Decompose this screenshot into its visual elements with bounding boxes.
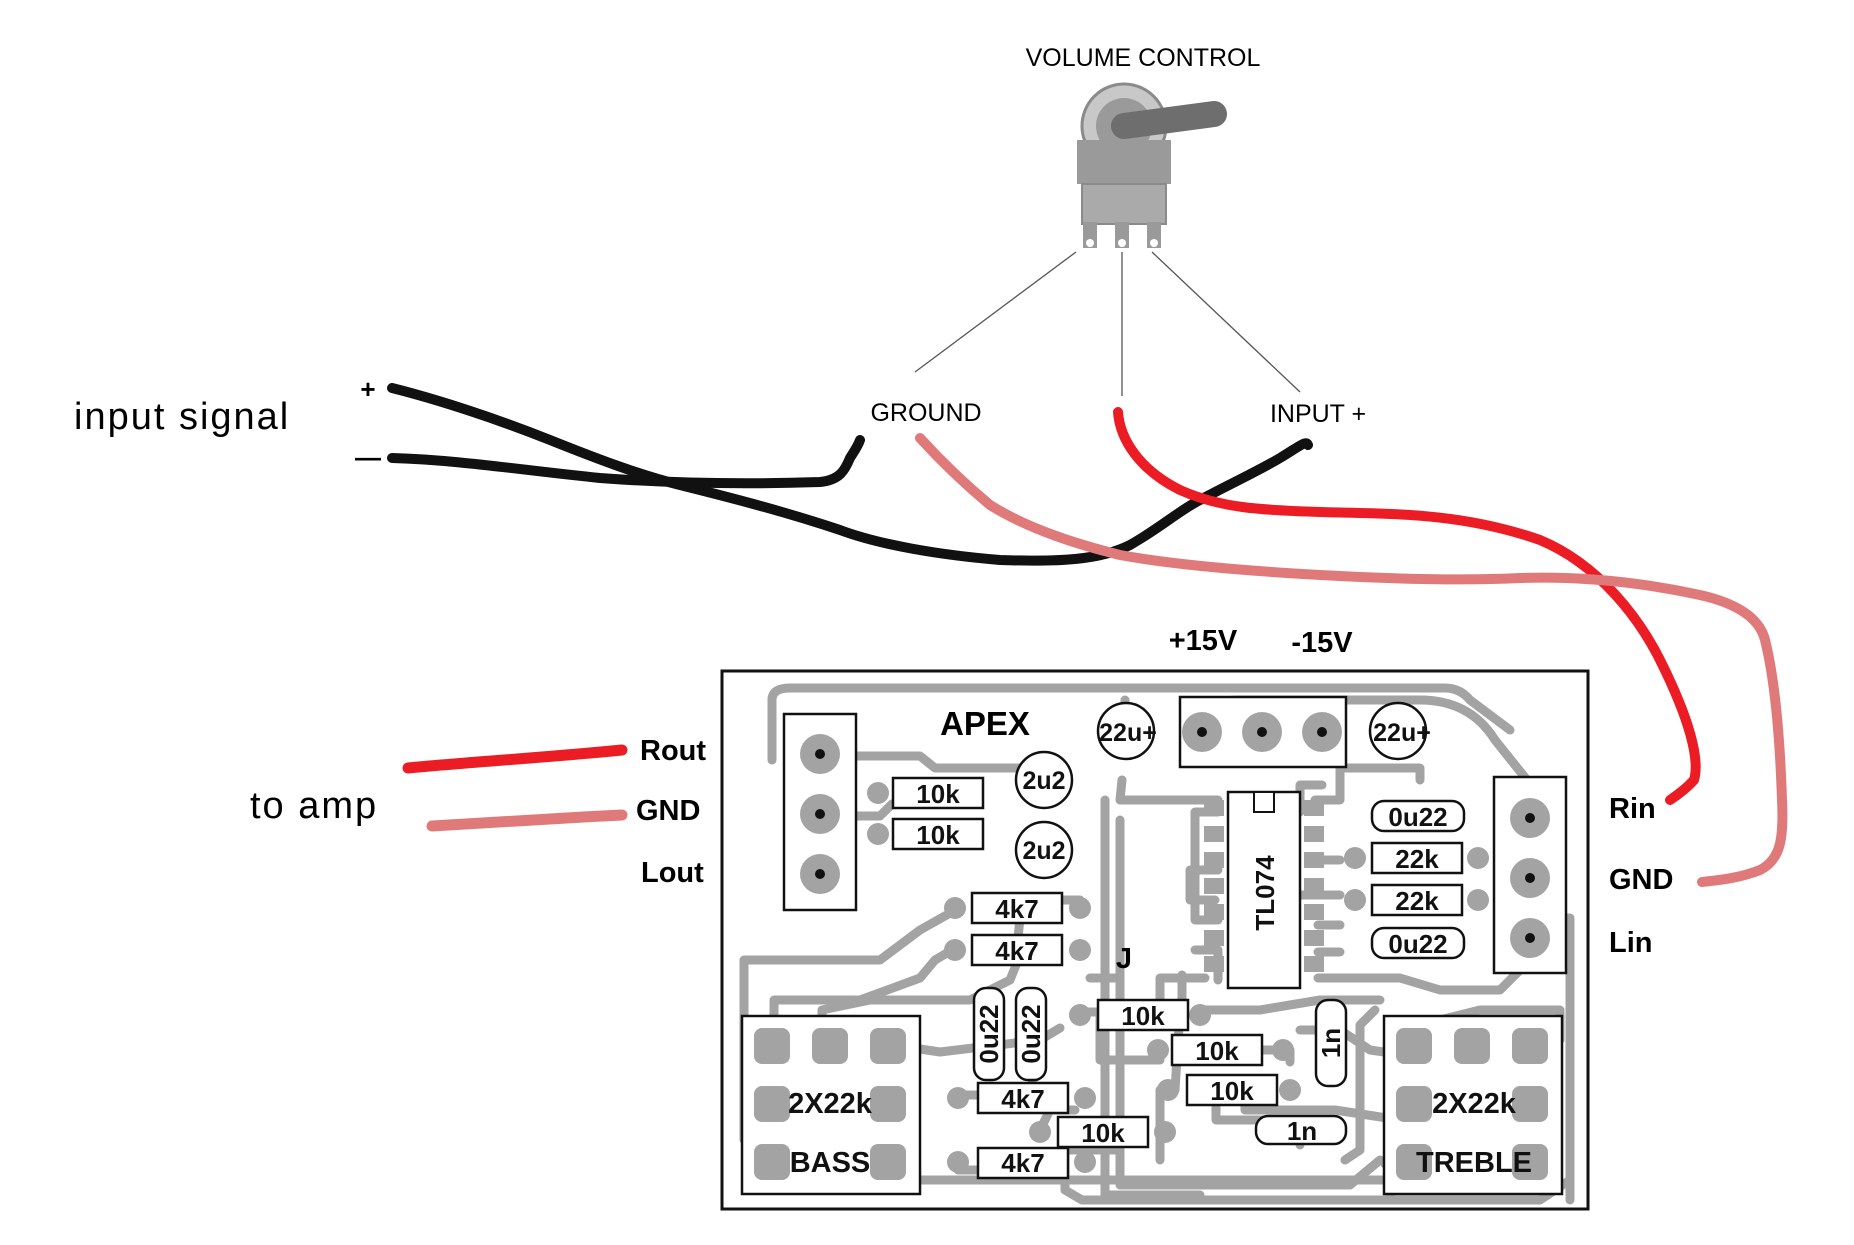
svg-text:22k: 22k <box>1395 886 1439 916</box>
svg-text:10k: 10k <box>1195 1036 1239 1066</box>
resistor-10k-1: 10k <box>867 776 985 810</box>
treble-pot-name: TREBLE <box>1416 1147 1532 1179</box>
bass-pot-name: BASS <box>790 1147 871 1179</box>
jumper-label: J <box>1116 943 1132 975</box>
output-connector <box>782 712 858 912</box>
lout-label: Lout <box>641 857 704 889</box>
svg-text:0u22: 0u22 <box>1388 929 1447 959</box>
input-connector <box>1492 775 1568 975</box>
cap-2u2-bottom: 2u2 <box>1014 820 1074 880</box>
plus-15v-label: +15V <box>1169 625 1238 657</box>
svg-text:10k: 10k <box>916 820 960 850</box>
rout-label: Rout <box>640 735 706 767</box>
cap-0u22-right-2: 0u22 <box>1370 926 1466 960</box>
svg-text:22u+: 22u+ <box>1099 719 1157 747</box>
to-amp-label: to amp <box>250 785 378 827</box>
lin-label: Lin <box>1609 927 1653 959</box>
svg-text:22u+: 22u+ <box>1373 719 1431 747</box>
gnd-in-label: GND <box>1609 864 1673 896</box>
cap-0u22-right-1: 0u22 <box>1370 799 1466 833</box>
ic-tl074: TL074 <box>1204 790 1324 990</box>
resistor-22k-1: 22k <box>1344 841 1489 875</box>
cap-22u-right: 22u+ <box>1368 701 1431 761</box>
gnd-out-wire <box>426 809 628 832</box>
minus-15v-label: -15V <box>1291 627 1353 659</box>
svg-text:0u22: 0u22 <box>1388 802 1447 832</box>
svg-text:10k: 10k <box>1210 1076 1254 1106</box>
cap-1n-horizontal: 1n <box>1254 1114 1348 1146</box>
rout-wire <box>402 744 628 774</box>
input-plus-wire <box>387 383 1313 566</box>
resistor-10k-2: 10k <box>867 817 985 851</box>
input-plus-sign: + <box>360 374 375 404</box>
resistor-4k7-4: 4k7 <box>947 1146 1096 1180</box>
resistor-4k7-3: 4k7 <box>947 1081 1096 1115</box>
volume-pin-leader-lines <box>914 251 1301 396</box>
svg-text:0u22: 0u22 <box>974 1004 1004 1063</box>
input-signal-label: input signal <box>74 396 290 438</box>
svg-text:2u2: 2u2 <box>1022 767 1065 795</box>
volume-signal-wire <box>1113 407 1701 805</box>
svg-text:0u22: 0u22 <box>1016 1004 1046 1063</box>
treble-pot-value: 2X22k <box>1432 1088 1517 1120</box>
resistor-10k-5: 10k <box>1157 1073 1301 1107</box>
svg-text:22k: 22k <box>1395 844 1439 874</box>
svg-text:10k: 10k <box>916 779 960 809</box>
svg-text:10k: 10k <box>1121 1001 1165 1031</box>
cap-22u-left: 22u+ <box>1096 701 1157 761</box>
volume-control-title: VOLUME CONTROL <box>1026 44 1261 72</box>
treble-potentiometer: 2X22k TREBLE <box>1382 1014 1564 1196</box>
resistor-4k7-1: 4k7 <box>944 891 1091 925</box>
input-pin-label: INPUT + <box>1270 400 1366 428</box>
svg-text:4k7: 4k7 <box>1001 1148 1044 1178</box>
bass-pot-value: 2X22k <box>788 1088 873 1120</box>
resistor-10k-6: 10k <box>1029 1115 1176 1149</box>
power-connector <box>1178 695 1348 769</box>
svg-text:2u2: 2u2 <box>1022 837 1065 865</box>
cap-2u2-top: 2u2 <box>1014 750 1074 810</box>
rin-label: Rin <box>1609 793 1656 825</box>
gnd-out-label: GND <box>636 795 700 827</box>
svg-text:TL074: TL074 <box>1250 855 1280 931</box>
volume-potentiometer <box>1077 82 1227 248</box>
resistor-22k-2: 22k <box>1344 883 1489 917</box>
svg-text:1n: 1n <box>1287 1116 1317 1146</box>
resistor-10k-4: 10k <box>1147 1033 1294 1067</box>
pcb-name: APEX <box>940 705 1030 742</box>
svg-text:4k7: 4k7 <box>995 894 1038 924</box>
resistor-4k7-2: 4k7 <box>944 933 1091 967</box>
bass-potentiometer: 2X22k BASS <box>740 1014 922 1196</box>
volume-ground-wire <box>915 433 1788 887</box>
ground-pin-label: GROUND <box>870 399 981 427</box>
input-minus-wire <box>387 435 865 489</box>
resistor-10k-3: 10k <box>1069 998 1211 1032</box>
svg-text:10k: 10k <box>1081 1118 1125 1148</box>
svg-text:4k7: 4k7 <box>1001 1084 1044 1114</box>
cap-1n-vertical: 1n <box>1314 998 1348 1088</box>
input-minus-sign: — <box>355 442 381 472</box>
svg-text:1n: 1n <box>1316 1028 1346 1058</box>
svg-text:4k7: 4k7 <box>995 936 1038 966</box>
cap-0u22-vertical-2: 0u22 <box>1014 986 1048 1082</box>
cap-0u22-vertical-1: 0u22 <box>972 986 1006 1082</box>
